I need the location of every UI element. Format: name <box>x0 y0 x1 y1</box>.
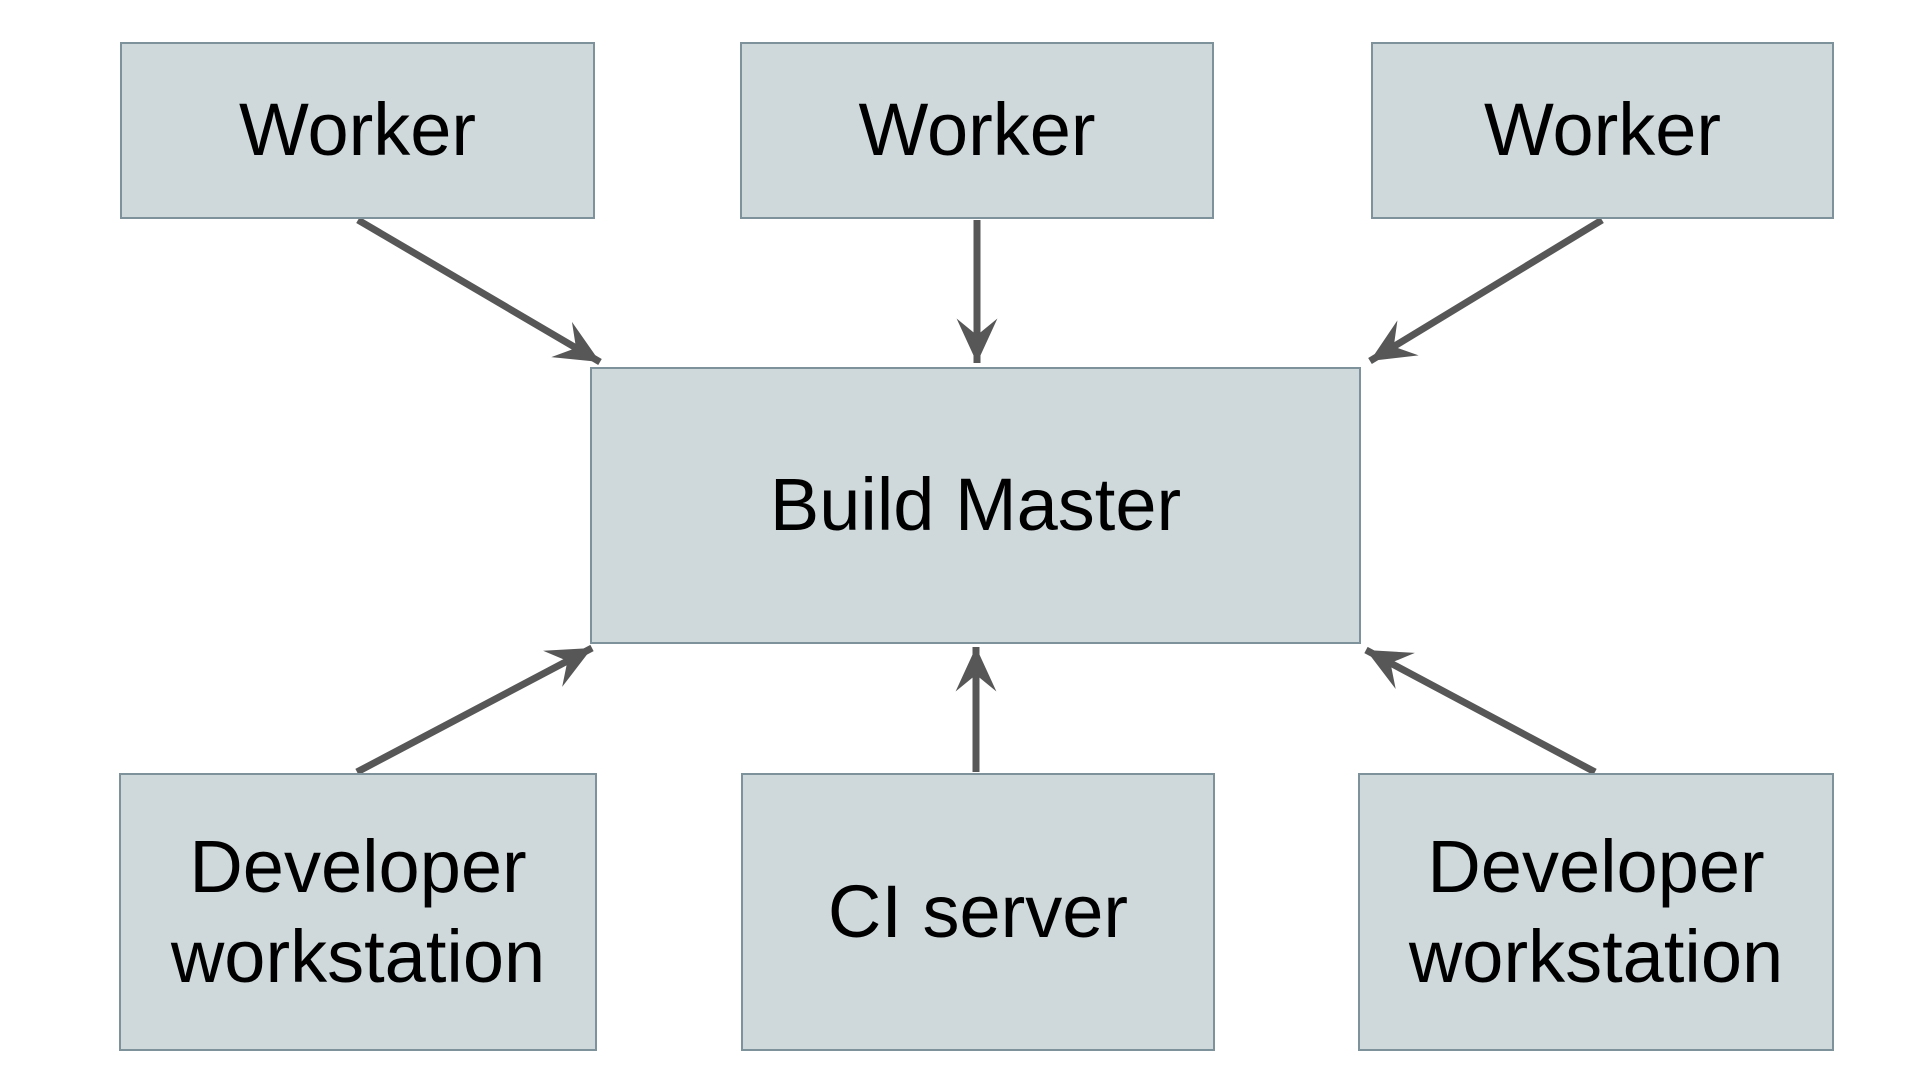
arrow-worker-left-to-build-master <box>356 216 602 366</box>
arrow-developer-workstation-right-to-build-master <box>1364 646 1597 776</box>
node-build-master: Build Master <box>590 367 1361 644</box>
node-developer-workstation-right: Developer workstation <box>1358 773 1834 1051</box>
node-label: Developer workstation <box>170 824 546 998</box>
node-label: Worker <box>238 88 477 172</box>
node-worker-right: Worker <box>1371 42 1834 219</box>
node-label: Build Master <box>769 463 1182 547</box>
node-label: Worker <box>858 88 1096 172</box>
arrow-developer-workstation-left-to-build-master <box>355 644 594 776</box>
node-label: CI server <box>827 869 1129 953</box>
node-label: Developer workstation <box>1408 824 1784 998</box>
arrow-worker-right-to-build-master <box>1368 217 1604 364</box>
node-worker-left: Worker <box>120 42 595 219</box>
node-worker-middle: Worker <box>740 42 1214 219</box>
node-label: Worker <box>1483 88 1722 172</box>
node-developer-workstation-left: Developer workstation <box>119 773 597 1051</box>
node-ci-server: CI server <box>741 773 1215 1051</box>
